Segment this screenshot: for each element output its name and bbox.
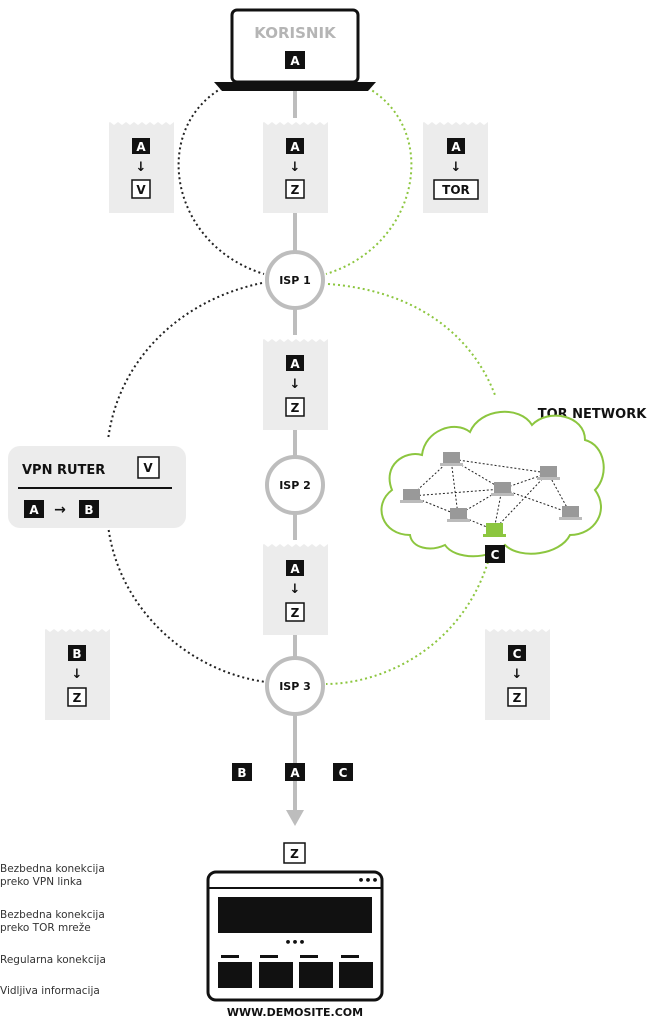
isp-node-3: ISP 3 <box>265 656 325 716</box>
tor-network: TOR NETWORK C <box>380 407 647 563</box>
packet-from: C <box>513 647 522 661</box>
laptop-node-icon <box>537 466 560 480</box>
carousel-dots-icon: ••• <box>284 936 305 949</box>
vpn-router-badge: V <box>143 461 153 475</box>
user-title: KORISNIK <box>254 24 337 42</box>
packet-from: A <box>290 140 300 154</box>
vpn-router-title: VPN RUTER <box>22 463 105 478</box>
svg-text:A: A <box>290 766 300 780</box>
packet-to: Z <box>291 401 300 415</box>
website-window: ••• ••• <box>206 870 384 1002</box>
vpn-path-to-router <box>107 282 263 441</box>
packet-to: V <box>136 183 146 197</box>
isp-label: ISP 1 <box>279 274 311 287</box>
user-address: A <box>290 54 300 68</box>
right-arrow-icon: → <box>54 502 66 518</box>
packet-from: A <box>290 562 300 576</box>
vpn-router-to: B <box>84 503 93 517</box>
laptop-node-icon <box>400 489 423 503</box>
destination-address: Z <box>283 842 306 864</box>
down-arrow-icon: ↓ <box>290 377 301 392</box>
tor-path-top <box>325 87 413 275</box>
packet-card-bottom-right: C ↓ Z <box>481 625 550 720</box>
website-url: WWW.DEMOSITE.COM <box>227 1006 363 1019</box>
vpn-path-from-router <box>107 524 267 683</box>
packet-from: A <box>290 357 300 371</box>
isp-node-2: ISP 2 <box>265 455 325 515</box>
down-arrow-icon: ↓ <box>136 160 147 175</box>
svg-text:C: C <box>339 766 348 780</box>
packet-card-mid-2: A ↓ Z <box>259 540 328 635</box>
tor-path-to-network <box>327 283 496 396</box>
packet-card-top-center: A ↓ Z <box>259 118 328 213</box>
down-arrow-icon: ↓ <box>512 667 523 682</box>
isp-node-1: ISP 1 <box>265 250 325 310</box>
packet-to: Z <box>513 691 522 705</box>
exit-address-a: A <box>285 763 305 781</box>
user-laptop: KORISNIK A <box>214 8 376 91</box>
laptop-node-icon <box>447 508 470 522</box>
down-arrow-icon: ↓ <box>451 160 462 175</box>
down-arrow-icon: ↓ <box>290 582 301 597</box>
vpn-router: VPN RUTER V A → B <box>8 446 186 528</box>
vpn-router-from: A <box>29 503 39 517</box>
packet-to: Z <box>291 183 300 197</box>
packet-to: Z <box>291 606 300 620</box>
down-arrow-icon: ↓ <box>72 667 83 682</box>
isp-label: ISP 3 <box>279 680 311 693</box>
packet-card-top-right: A ↓ TOR <box>419 118 488 213</box>
exit-node-laptop-icon <box>483 523 506 537</box>
packet-card-mid-1: A ↓ Z <box>259 335 328 430</box>
isp-label: ISP 2 <box>279 479 311 492</box>
exit-address-c: C <box>333 763 353 781</box>
packet-to: Z <box>73 691 82 705</box>
down-arrow-icon: ↓ <box>290 160 301 175</box>
packet-from: A <box>451 140 461 154</box>
laptop-node-icon <box>440 452 463 466</box>
vpn-path-top <box>177 87 265 275</box>
legend-regular: Regularna konekcija <box>0 954 106 966</box>
legend-tor: Bezbedna konekcija preko TOR mreže <box>0 909 105 934</box>
packet-card-top-left: A ↓ V <box>105 118 174 213</box>
packet-to: TOR <box>442 183 470 197</box>
svg-text:B: B <box>237 766 246 780</box>
legend-vpn: Bezbedna konekcija preko VPN linka <box>0 863 105 888</box>
tor-exit-address: C <box>491 548 500 562</box>
exit-address-b: B <box>232 763 252 781</box>
window-controls-icon: ••• <box>357 874 378 887</box>
legend-visible-info: Vidljiva informacija <box>0 985 100 997</box>
tor-path-from-network <box>325 561 489 685</box>
packet-from: A <box>136 140 146 154</box>
packet-from: B <box>72 647 81 661</box>
packet-card-bottom-left: B ↓ Z <box>41 625 110 720</box>
laptop-node-icon <box>559 506 582 520</box>
svg-text:Z: Z <box>290 847 299 861</box>
laptop-node-icon <box>491 482 514 496</box>
